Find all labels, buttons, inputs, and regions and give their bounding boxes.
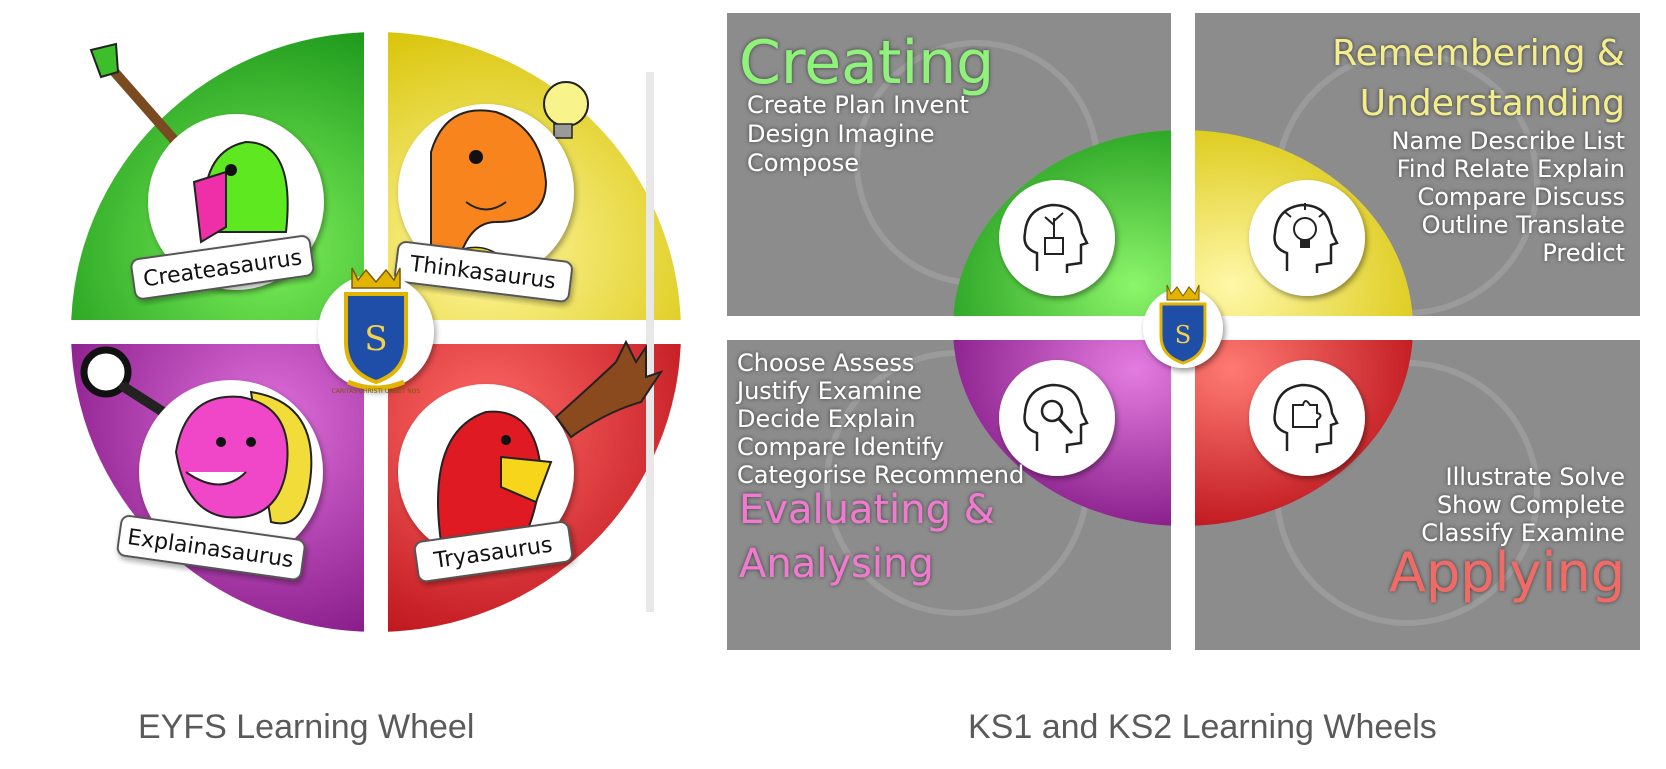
remembering-verb-4: Outline Translate bbox=[1422, 211, 1625, 239]
lightbulb-head-icon bbox=[1249, 180, 1365, 296]
eyfs-learning-wheel: Createasaurus Thinkasaurus bbox=[46, 32, 706, 652]
evaluating-title-line-1: Evaluating & bbox=[739, 487, 995, 533]
svg-text:S: S bbox=[364, 319, 387, 359]
magnifier-head-icon bbox=[999, 360, 1115, 476]
ks-school-badge: S bbox=[1143, 284, 1223, 368]
remembering-title-line-2: Understanding bbox=[1360, 83, 1625, 124]
applying-verb-2: Show Complete bbox=[1437, 491, 1625, 519]
puzzle-head-icon bbox=[1249, 360, 1365, 476]
shield-icon bbox=[1159, 302, 1207, 365]
evaluating-verb-2: Justify Examine bbox=[735, 377, 922, 405]
evaluating-verb-1: Choose Assess bbox=[737, 349, 914, 377]
evaluating-verb-4: Compare Identify bbox=[737, 433, 944, 461]
explainasaurus-character bbox=[80, 346, 323, 564]
crown-icon bbox=[1166, 284, 1200, 301]
crown-icon bbox=[351, 267, 401, 289]
remembering-verb-1: Name Describe List bbox=[1392, 127, 1626, 155]
paintbrush-icon bbox=[99, 55, 181, 147]
waving-hand-icon bbox=[554, 339, 664, 439]
evaluating-title-line-2: Analysing bbox=[739, 541, 934, 587]
creating-verb-3: Compose bbox=[747, 149, 859, 177]
remembering-title-line-1: Remembering & bbox=[1332, 33, 1625, 74]
creating-title: Creating bbox=[739, 28, 994, 98]
ks-caption: KS1 and KS2 Learning Wheels bbox=[968, 708, 1437, 746]
plant-head-icon bbox=[999, 180, 1115, 296]
eyfs-wheel-graphic: Createasaurus Thinkasaurus bbox=[71, 32, 681, 632]
tryasaurus-label-banner: Tryasaurus bbox=[413, 521, 573, 583]
applying-verb-3: Classify Examine bbox=[1421, 519, 1625, 547]
svg-text:S: S bbox=[1175, 321, 1191, 349]
magnifying-glass-icon bbox=[80, 346, 132, 398]
ks-learning-wheels: S Creating Create Plan Invent Design Ima… bbox=[727, 13, 1640, 662]
thinkasaurus-character bbox=[398, 81, 589, 280]
remembering-verb-3: Compare Discuss bbox=[1417, 183, 1625, 211]
school-badge: S CARITAS CHRISTI URGET NOS bbox=[318, 267, 434, 395]
shield-icon bbox=[344, 292, 408, 385]
badge-motto: CARITAS CHRISTI URGET NOS bbox=[332, 388, 421, 395]
ks-wheel-graphic: S Creating Create Plan Invent Design Ima… bbox=[727, 13, 1640, 662]
creating-verb-1: Create Plan Invent bbox=[747, 91, 969, 119]
evaluating-verb-5: Categorise Recommend bbox=[737, 461, 1024, 489]
remembering-verb-2: Find Relate Explain bbox=[1397, 155, 1625, 183]
explainasaurus-label-banner: Explainasaurus bbox=[116, 515, 306, 581]
tryasaurus-character bbox=[398, 339, 664, 560]
lightbulb-icon bbox=[543, 81, 589, 127]
remembering-verb-5: Predict bbox=[1542, 239, 1625, 267]
creating-verb-2: Design Imagine bbox=[747, 120, 935, 148]
evaluating-verb-3: Decide Explain bbox=[737, 405, 916, 433]
applying-verb-1: Illustrate Solve bbox=[1446, 463, 1625, 491]
applying-title: Applying bbox=[1389, 541, 1625, 604]
eyfs-caption: EYFS Learning Wheel bbox=[138, 708, 475, 746]
